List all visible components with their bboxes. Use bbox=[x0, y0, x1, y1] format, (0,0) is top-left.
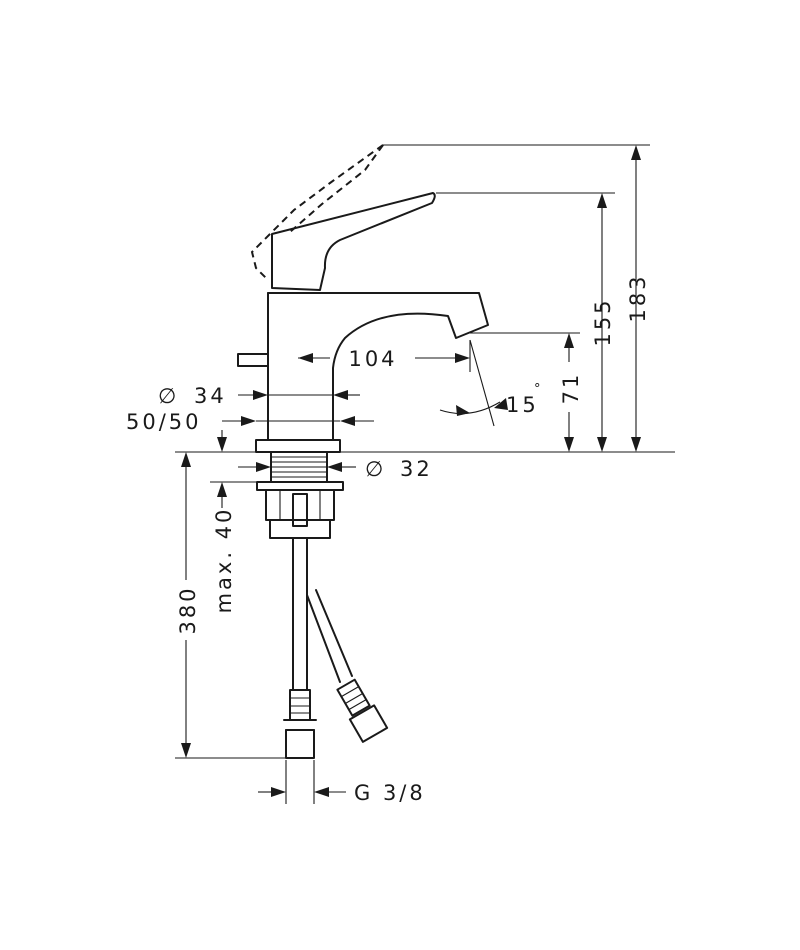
lever-open-position-outline bbox=[250, 144, 384, 281]
dimension-angle-15: 15 ° bbox=[439, 339, 541, 427]
dimension-angle-15-label: 15 bbox=[506, 393, 539, 417]
threaded-shank bbox=[256, 451, 344, 539]
dimension-71-label: 71 bbox=[559, 372, 583, 405]
dimension-34-label: 34 bbox=[194, 384, 227, 408]
dimension-diameter-32: ∅ 32 bbox=[238, 457, 433, 481]
dimension-diameter-34: ∅ 34 bbox=[158, 384, 360, 408]
dimension-g-3-8: G 3/8 bbox=[258, 760, 426, 805]
degree-symbol: ° bbox=[534, 382, 541, 397]
dimension-155-label: 155 bbox=[591, 297, 615, 346]
dimension-50-50: 50/50 bbox=[126, 410, 374, 434]
dimension-50-50-label: 50/50 bbox=[126, 410, 202, 434]
dimension-g-3-8-label: G 3/8 bbox=[354, 781, 426, 805]
dimension-max-40-label: max. 40 bbox=[212, 507, 236, 614]
dimension-104-label: 104 bbox=[348, 347, 397, 371]
diameter-symbol-32: ∅ bbox=[365, 457, 386, 481]
dimension-71: 71 bbox=[470, 332, 583, 452]
supply-hoses bbox=[283, 537, 389, 759]
dimension-380-label: 380 bbox=[176, 585, 200, 634]
dimension-183: 183 bbox=[383, 144, 650, 452]
dimension-max-40: max. 40 bbox=[212, 430, 236, 613]
dimension-183-label: 183 bbox=[626, 273, 650, 322]
diameter-symbol-34: ∅ bbox=[158, 384, 179, 408]
dimension-155: 155 bbox=[436, 192, 615, 452]
faucet-body bbox=[237, 292, 489, 453]
dimension-380: 380 bbox=[175, 452, 290, 759]
lever-handle bbox=[271, 192, 436, 291]
dimension-32-label: 32 bbox=[400, 457, 433, 481]
dimension-104: 104 bbox=[298, 340, 471, 372]
